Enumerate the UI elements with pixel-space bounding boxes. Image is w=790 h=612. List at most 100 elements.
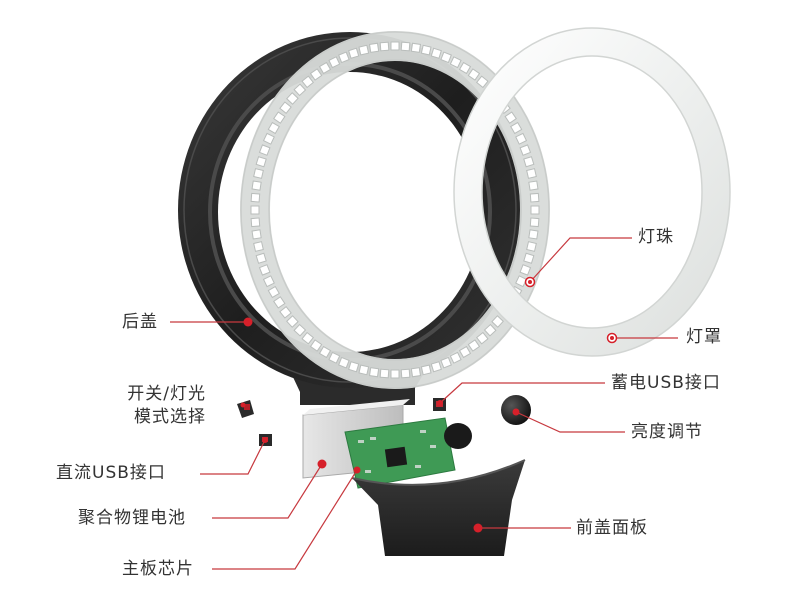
led-bead: [475, 75, 489, 89]
label-switch-line1: 开关/灯光: [127, 384, 206, 404]
led-bead: [301, 331, 315, 345]
led-bead: [309, 68, 323, 81]
led-bead: [273, 296, 286, 309]
led-bead: [510, 121, 523, 135]
led-bead: [250, 205, 260, 215]
led-bead: [348, 361, 360, 373]
led-bead: [420, 44, 432, 56]
led-bead: [368, 367, 380, 378]
led-bead: [449, 351, 462, 364]
led-bead: [267, 285, 280, 299]
leader-chip: [212, 469, 358, 570]
led-bead: [273, 111, 286, 124]
label-charge-usb: 蓄电USB接口: [611, 373, 721, 393]
marker-charge-usb: [437, 400, 443, 406]
led-bead: [529, 192, 540, 203]
led-bead: [528, 229, 539, 240]
led-bead: [318, 61, 332, 75]
led-bead: [400, 41, 411, 52]
leader-battery: [212, 463, 323, 519]
led-bead: [526, 241, 537, 252]
led-bead: [467, 68, 481, 81]
led-bead-ring: [240, 31, 550, 389]
mode-switch-button: [237, 400, 254, 418]
label-switch-line2: 模式选择: [134, 407, 206, 427]
led-bead: [519, 144, 532, 156]
marker-dc-usb: [262, 437, 268, 443]
led-bead: [410, 42, 422, 53]
led-bead: [379, 368, 390, 379]
label-lamp-cover: 灯罩: [686, 327, 722, 347]
led-bead: [530, 205, 540, 215]
led-bead: [293, 83, 307, 97]
marker-chip: [353, 466, 361, 474]
led-bead: [504, 111, 517, 124]
led-bead: [279, 101, 292, 115]
marker-battery: [317, 459, 327, 469]
marker-switch: [240, 402, 246, 408]
led-bead: [253, 168, 264, 179]
main-board-pcb: [344, 417, 456, 489]
leader-lamp-bead: [529, 237, 632, 283]
led-bead: [467, 339, 481, 352]
led-bead: [301, 75, 315, 89]
led-bead: [528, 180, 539, 191]
leader-charge-usb: [439, 382, 605, 404]
leader-markers: [240, 276, 618, 533]
led-bead: [286, 92, 299, 105]
led-bead: [309, 339, 323, 352]
lamp-cover-ring: [453, 27, 731, 357]
led-bead: [449, 56, 462, 69]
led-bead: [251, 229, 262, 240]
led-bead: [318, 345, 332, 359]
led-bead: [390, 41, 400, 51]
led-bead: [251, 180, 262, 191]
led-bead: [348, 47, 360, 59]
led-bead: [475, 331, 489, 345]
led-bead: [515, 132, 528, 145]
marker-back-cover: [243, 317, 253, 327]
front-panel: [351, 459, 526, 556]
led-bead: [279, 305, 292, 319]
led-bead: [258, 264, 271, 276]
label-chip: 主板芯片: [122, 559, 194, 579]
led-bead: [430, 361, 442, 373]
potentiometer: [444, 423, 472, 449]
led-bead: [258, 144, 271, 156]
led-bead: [523, 252, 535, 264]
led-bead: [328, 351, 341, 364]
led-bead: [338, 51, 350, 64]
led-bead: [286, 315, 299, 328]
led-bead: [440, 356, 452, 369]
led-bead: [338, 356, 350, 369]
label-front-panel: 前盖面板: [576, 518, 648, 538]
label-battery: 聚合物锂电池: [78, 508, 186, 528]
led-bead: [255, 156, 267, 168]
led-bead: [458, 345, 472, 359]
led-bead: [526, 168, 537, 179]
leader-lines: [170, 237, 678, 570]
led-bead: [440, 51, 452, 64]
led-bead: [491, 315, 504, 328]
led-bead: [523, 156, 535, 168]
led-bead: [390, 369, 400, 379]
led-bead: [250, 192, 261, 203]
marker-brightness: [512, 408, 520, 416]
led-bead: [529, 217, 540, 228]
label-dc-usb: 直流USB接口: [56, 463, 166, 483]
led-bead: [262, 275, 275, 288]
led-bead: [410, 367, 422, 378]
led-bead: [250, 217, 261, 228]
led-bead: [267, 121, 280, 135]
led-bead: [328, 56, 341, 69]
led-bead: [458, 61, 472, 75]
led-bead: [255, 252, 267, 264]
led-bead: [420, 364, 432, 376]
label-brightness: 亮度调节: [631, 422, 703, 442]
led-bead: [368, 42, 380, 53]
led-bead: [358, 44, 370, 56]
led-bead: [519, 264, 532, 276]
marker-front-panel: [473, 523, 483, 533]
led-bead: [400, 368, 411, 379]
